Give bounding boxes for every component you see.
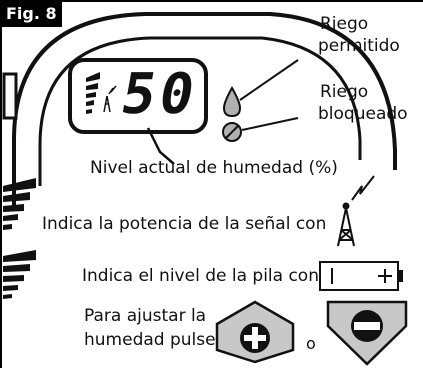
nivel-actual-label: Nivel actual de humedad (%): [90, 158, 338, 178]
or-label: o: [306, 334, 316, 353]
signal-strength-bars-icon: [3, 178, 36, 230]
plus-arrow-button-icon: [215, 300, 295, 364]
ajustar-label-line1: Para ajustar la: [84, 306, 207, 326]
senal-label: Indica la potencia de la señal con: [42, 214, 327, 234]
bloqueado-pointer-line: [241, 117, 299, 131]
ajustar-label-line2: humedad pulse: [84, 330, 216, 350]
permitido-pointer-line: [239, 59, 299, 101]
figure-label: Fig. 8: [0, 0, 62, 27]
riego-bloqueado-label-line2: bloqueado: [318, 104, 408, 124]
battery-level-bars-icon: [3, 250, 36, 299]
riego-bloqueado-label-line1: Riego: [320, 82, 369, 102]
device-side-tab: [2, 72, 18, 120]
antenna-tower-icon: [337, 175, 375, 247]
reading-pointer-line: [146, 127, 175, 165]
minus-arrow-button-icon: [326, 300, 408, 366]
battery-icon: [319, 261, 403, 291]
blocked-water-icon: [222, 122, 242, 142]
riego-permitido-label-line2: permitido: [318, 36, 400, 56]
device-housing-inner: [38, 36, 362, 186]
riego-permitido-label-line1: Riego: [320, 14, 369, 34]
pila-label: Indica el nivel de la pila con: [82, 266, 319, 286]
device-housing-outer: [12, 12, 397, 206]
lcd-screen: [68, 58, 208, 134]
water-drop-icon: [222, 85, 242, 118]
lcd-signal-bars-icon: [86, 72, 100, 114]
lcd-antenna-icon: [103, 85, 117, 113]
humidity-reading: 50: [116, 62, 204, 127]
